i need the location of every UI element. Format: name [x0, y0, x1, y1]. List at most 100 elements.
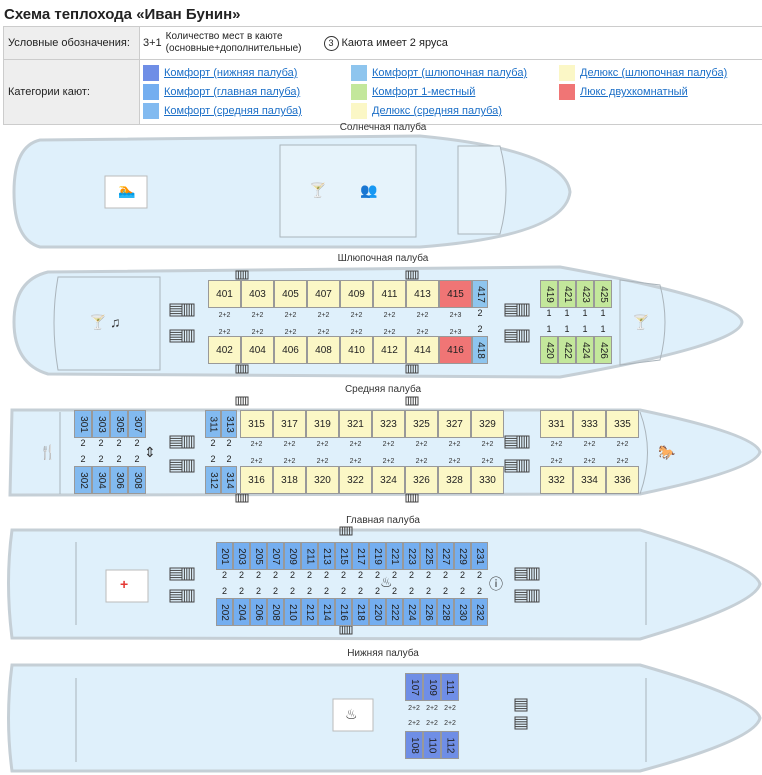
cabin-323[interactable]: 323 [372, 410, 405, 438]
cabin-402[interactable]: 402 [208, 336, 241, 364]
cabin-315[interactable]: 315 [240, 410, 273, 438]
cabin-221[interactable]: 221 [386, 542, 403, 570]
cabin-322[interactable]: 322 [339, 466, 372, 494]
cabin-302[interactable]: 302 [74, 466, 92, 494]
cabin-327[interactable]: 327 [438, 410, 471, 438]
cabin-232[interactable]: 232 [471, 598, 488, 626]
cabin-320[interactable]: 320 [306, 466, 339, 494]
cabin-331[interactable]: 331 [540, 410, 573, 438]
cabin-406[interactable]: 406 [274, 336, 307, 364]
cabin-304[interactable]: 304 [92, 466, 110, 494]
cabin-424[interactable]: 424 [576, 336, 594, 364]
cabin-321[interactable]: 321 [339, 410, 372, 438]
cabin-423[interactable]: 423 [576, 280, 594, 308]
cabin-317[interactable]: 317 [273, 410, 306, 438]
category-link[interactable]: Делюкс (шлюпочная палуба) [580, 67, 728, 79]
cabin-318[interactable]: 318 [273, 466, 306, 494]
cabin-324[interactable]: 324 [372, 466, 405, 494]
cabin-215[interactable]: 215 [335, 542, 352, 570]
cabin-403[interactable]: 403 [241, 280, 274, 308]
category-link[interactable]: Комфорт (нижняя палуба) [164, 67, 298, 79]
cabin-422[interactable]: 422 [558, 336, 576, 364]
cabin-108[interactable]: 108 [405, 731, 423, 759]
cabin-230[interactable]: 230 [454, 598, 471, 626]
cabin-218[interactable]: 218 [352, 598, 369, 626]
cabin-222[interactable]: 222 [386, 598, 403, 626]
cabin-306[interactable]: 306 [110, 466, 128, 494]
cabin-419[interactable]: 419 [540, 280, 558, 308]
cabin-313[interactable]: 313 [221, 410, 237, 438]
cabin-334[interactable]: 334 [573, 466, 606, 494]
category-link[interactable]: Делюкс (средняя палуба) [372, 105, 502, 117]
cabin-213[interactable]: 213 [318, 542, 335, 570]
cabin-328[interactable]: 328 [438, 466, 471, 494]
cabin-204[interactable]: 204 [233, 598, 250, 626]
cabin-332[interactable]: 332 [540, 466, 573, 494]
cabin-420[interactable]: 420 [540, 336, 558, 364]
cabin-409[interactable]: 409 [340, 280, 373, 308]
cabin-202[interactable]: 202 [216, 598, 233, 626]
cabin-207[interactable]: 207 [267, 542, 284, 570]
cabin-214[interactable]: 214 [318, 598, 335, 626]
cabin-301[interactable]: 301 [74, 410, 92, 438]
cabin-206[interactable]: 206 [250, 598, 267, 626]
cabin-415[interactable]: 415 [439, 280, 472, 308]
cabin-314[interactable]: 314 [221, 466, 237, 494]
cabin-410[interactable]: 410 [340, 336, 373, 364]
category-link[interactable]: Комфорт 1-местный [372, 86, 476, 98]
cabin-205[interactable]: 205 [250, 542, 267, 570]
cabin-210[interactable]: 210 [284, 598, 301, 626]
cabin-319[interactable]: 319 [306, 410, 339, 438]
cabin-211[interactable]: 211 [301, 542, 318, 570]
cabin-330[interactable]: 330 [471, 466, 504, 494]
cabin-229[interactable]: 229 [454, 542, 471, 570]
cabin-112[interactable]: 112 [441, 731, 459, 759]
cabin-404[interactable]: 404 [241, 336, 274, 364]
cabin-231[interactable]: 231 [471, 542, 488, 570]
cabin-227[interactable]: 227 [437, 542, 454, 570]
cabin-109[interactable]: 109 [423, 673, 441, 701]
category-link[interactable]: Комфорт (средняя палуба) [164, 105, 302, 117]
cabin-425[interactable]: 425 [594, 280, 612, 308]
cabin-335[interactable]: 335 [606, 410, 639, 438]
cabin-219[interactable]: 219 [369, 542, 386, 570]
cabin-308[interactable]: 308 [128, 466, 146, 494]
cabin-217[interactable]: 217 [352, 542, 369, 570]
cabin-325[interactable]: 325 [405, 410, 438, 438]
cabin-329[interactable]: 329 [471, 410, 504, 438]
category-link[interactable]: Комфорт (главная палуба) [164, 86, 301, 98]
cabin-223[interactable]: 223 [403, 542, 420, 570]
cabin-224[interactable]: 224 [403, 598, 420, 626]
cabin-312[interactable]: 312 [205, 466, 221, 494]
cabin-226[interactable]: 226 [420, 598, 437, 626]
category-link[interactable]: Люкс двухкомнатный [580, 86, 688, 98]
cabin-412[interactable]: 412 [373, 336, 406, 364]
cabin-111[interactable]: 111 [441, 673, 459, 701]
cabin-407[interactable]: 407 [307, 280, 340, 308]
cabin-208[interactable]: 208 [267, 598, 284, 626]
cabin-201[interactable]: 201 [216, 542, 233, 570]
cabin-216[interactable]: 216 [335, 598, 352, 626]
cabin-303[interactable]: 303 [92, 410, 110, 438]
cabin-220[interactable]: 220 [369, 598, 386, 626]
cabin-426[interactable]: 426 [594, 336, 612, 364]
cabin-405[interactable]: 405 [274, 280, 307, 308]
cabin-203[interactable]: 203 [233, 542, 250, 570]
cabin-107[interactable]: 107 [405, 673, 423, 701]
cabin-413[interactable]: 413 [406, 280, 439, 308]
cabin-418[interactable]: 418 [472, 336, 488, 364]
cabin-209[interactable]: 209 [284, 542, 301, 570]
cabin-307[interactable]: 307 [128, 410, 146, 438]
cabin-401[interactable]: 401 [208, 280, 241, 308]
cabin-212[interactable]: 212 [301, 598, 318, 626]
cabin-228[interactable]: 228 [437, 598, 454, 626]
cabin-333[interactable]: 333 [573, 410, 606, 438]
cabin-305[interactable]: 305 [110, 410, 128, 438]
cabin-417[interactable]: 417 [472, 280, 488, 308]
cabin-225[interactable]: 225 [420, 542, 437, 570]
cabin-411[interactable]: 411 [373, 280, 406, 308]
cabin-336[interactable]: 336 [606, 466, 639, 494]
cabin-421[interactable]: 421 [558, 280, 576, 308]
cabin-414[interactable]: 414 [406, 336, 439, 364]
cabin-110[interactable]: 110 [423, 731, 441, 759]
